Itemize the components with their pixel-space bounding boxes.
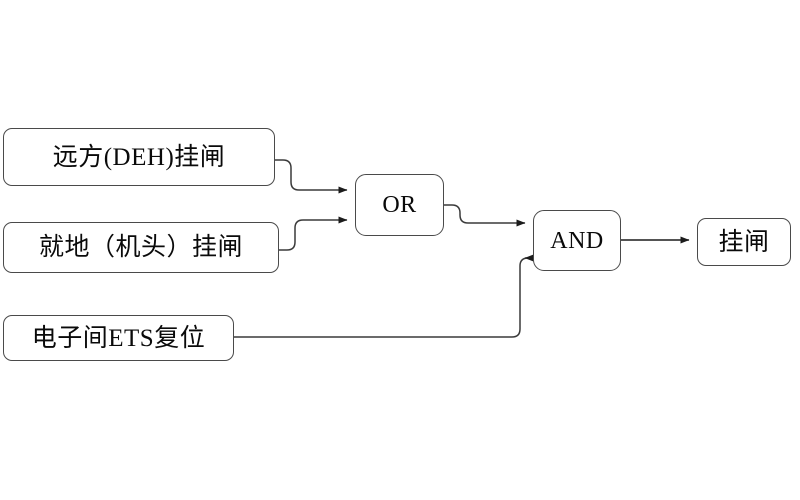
gate-node-or-label: OR xyxy=(382,192,417,218)
wire-or-to-and xyxy=(444,204,526,227)
input-node-ets-reset-label: 电子间ETS复位 xyxy=(31,324,206,352)
output-node-latch[interactable]: 挂闸 xyxy=(697,218,791,266)
gate-node-or[interactable]: OR xyxy=(355,174,444,236)
gate-node-and[interactable]: AND xyxy=(533,210,621,271)
input-node-local-head-label: 就地（机头）挂闸 xyxy=(38,234,243,261)
input-node-remote-deh[interactable]: 远方(DEH)挂闸 xyxy=(3,128,275,186)
gate-node-and-label: AND xyxy=(550,227,604,254)
output-node-latch-label: 挂闸 xyxy=(718,228,770,256)
input-node-ets-reset[interactable]: 电子间ETS复位 xyxy=(3,315,234,361)
wire-local-head-to-or xyxy=(279,216,348,251)
input-node-local-head[interactable]: 就地（机头）挂闸 xyxy=(3,222,279,273)
wire-remote-deh-to-or xyxy=(275,159,348,194)
input-node-remote-deh-label: 远方(DEH)挂闸 xyxy=(52,143,226,171)
wire-ets-reset-to-and xyxy=(234,254,534,338)
